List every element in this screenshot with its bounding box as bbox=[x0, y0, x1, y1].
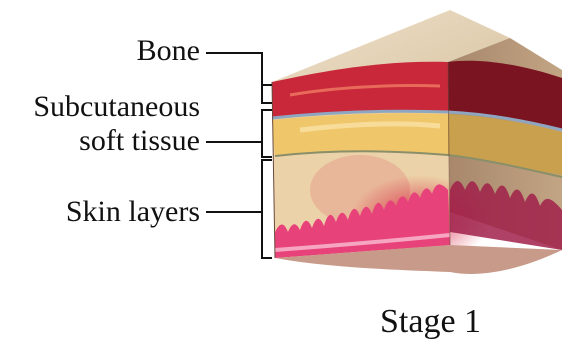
bone-leader bbox=[206, 53, 272, 103]
subcutaneous-bracket bbox=[262, 110, 272, 157]
leader-lines bbox=[206, 53, 272, 258]
subcutaneous-label-line2: soft tissue bbox=[79, 126, 200, 156]
fat-layer-front bbox=[272, 113, 448, 156]
skin-layers-label: Skin layers bbox=[66, 197, 200, 227]
subcutaneous-label-line1: Subcutaneous bbox=[33, 92, 200, 122]
bone-label: Bone bbox=[137, 36, 200, 66]
stage-caption: Stage 1 bbox=[380, 305, 481, 339]
skin-bracket bbox=[262, 160, 272, 258]
bone-layer-front bbox=[272, 62, 448, 118]
